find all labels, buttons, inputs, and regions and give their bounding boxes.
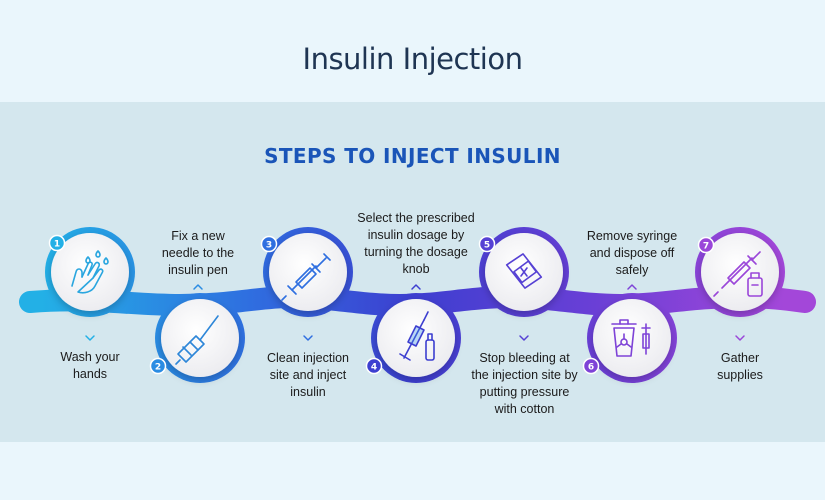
biohazard-bin-icon [611, 319, 651, 357]
syringe-icon [281, 253, 331, 301]
chevrons [85, 284, 745, 341]
hand-wash-icon [71, 250, 109, 294]
step-circles [51, 233, 779, 377]
chevron-down-icon [735, 335, 745, 341]
step-label: Stop bleeding at the injection site by p… [471, 351, 578, 416]
badge-number: 4 [371, 362, 377, 372]
infographic-panel: STEPS TO INJECT INSULIN [0, 102, 825, 442]
infographic-heading: STEPS TO INJECT INSULIN [264, 144, 561, 168]
step-label: Remove syringe and dispose off safely [586, 229, 678, 277]
syringe-bottle-icon [713, 251, 763, 297]
pen-needle-icon [175, 315, 219, 365]
chevron-up-icon [193, 284, 203, 290]
chevron-down-icon [303, 335, 313, 341]
chevron-down-icon [519, 335, 529, 341]
badge-number: 1 [54, 239, 60, 249]
step-label: Fix a new needle to the insulin pen [161, 229, 235, 277]
badge-number: 3 [266, 240, 272, 250]
step-label: Select the prescribed insulin dosage by … [357, 211, 475, 276]
page-title: Insulin Injection [302, 42, 523, 76]
steps-flow-diagram: 1 2 3 4 5 6 7 [19, 227, 816, 383]
badge-number: 7 [703, 241, 709, 251]
chevron-down-icon [85, 335, 95, 341]
chevron-up-icon [627, 284, 637, 290]
badge-number: 6 [588, 362, 594, 372]
syringe-vial-icon [399, 311, 435, 361]
step-label: Wash your hands [60, 350, 120, 381]
step-label: Clean injection site and inject insulin [267, 351, 349, 399]
cotton-bandage-icon [505, 253, 543, 289]
step-badges: 1 2 3 4 5 6 7 [48, 234, 715, 375]
chevron-up-icon [411, 284, 421, 290]
step-label: Gather supplies [717, 351, 763, 382]
badge-number: 2 [155, 362, 161, 372]
badge-number: 5 [484, 240, 490, 250]
